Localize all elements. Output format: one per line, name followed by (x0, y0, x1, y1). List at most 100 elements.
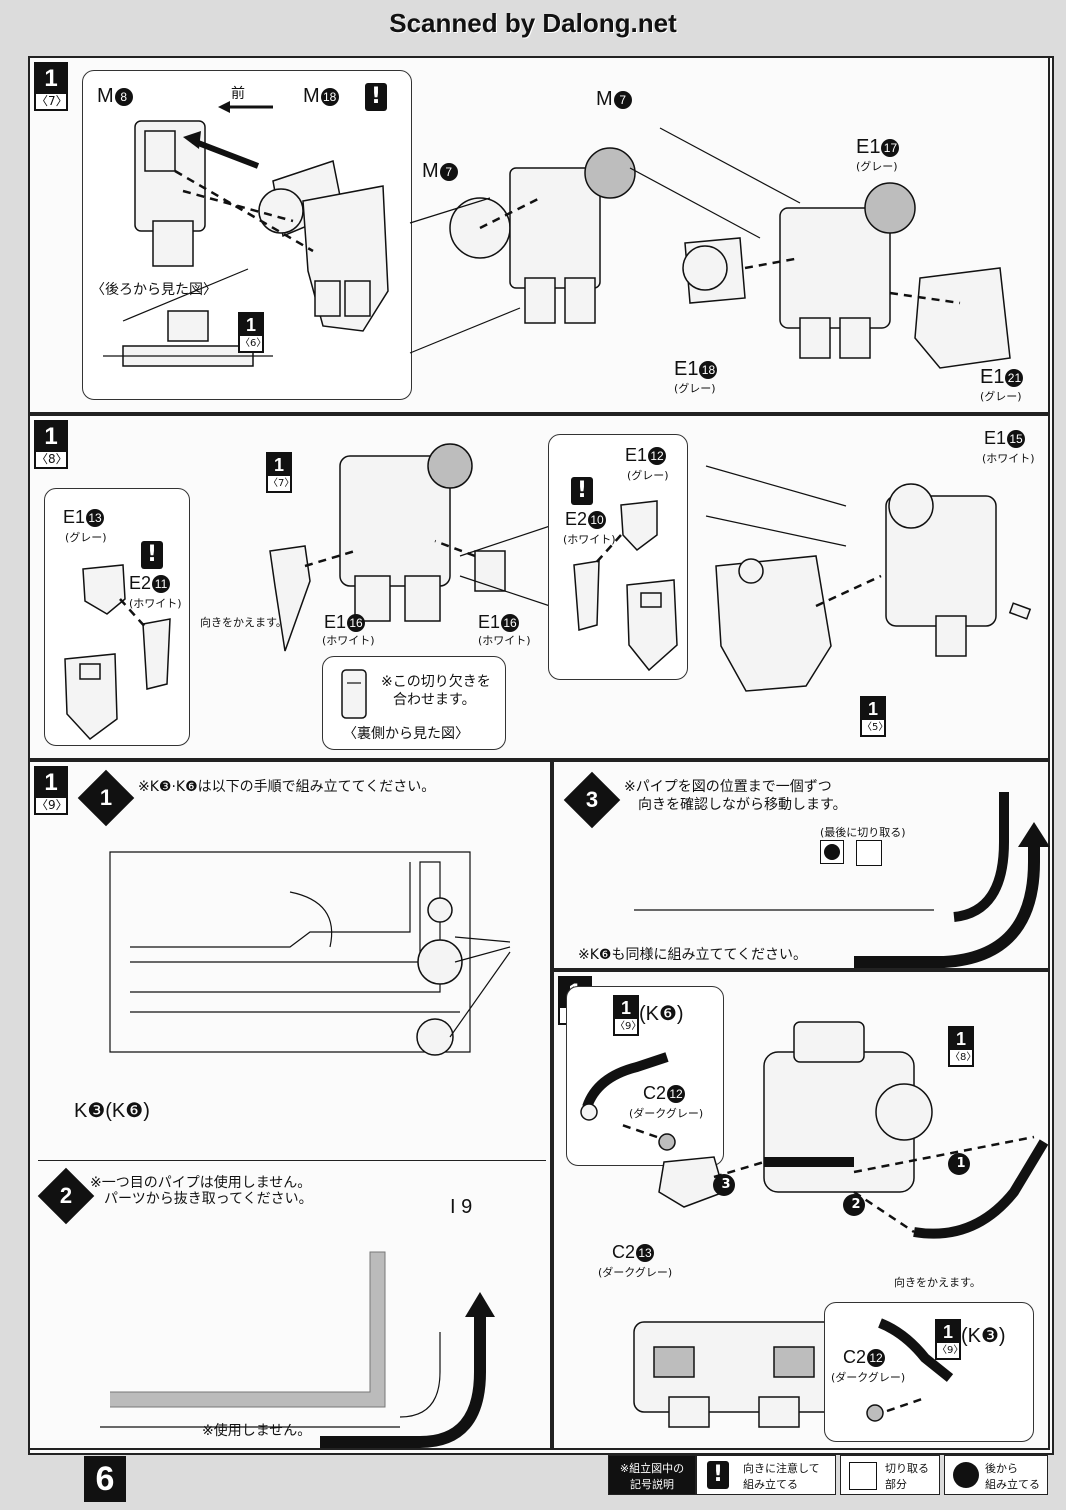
assembly-drawing-body (269, 443, 581, 652)
substep-2-text-1: ※一つ目のパイプは使用しません。 (90, 1175, 312, 1191)
step-number: 1 (36, 64, 66, 94)
substep-2-text-2: パーツから抜き取ってください。 (104, 1191, 313, 1207)
substep-3-number: 3 (585, 787, 599, 812)
assembly-drawing-bottom-view (633, 1321, 835, 1428)
legend-caution: ! 向きに注意して 組み立てる (696, 1455, 836, 1495)
assembly-drawing-e1-12 (573, 500, 678, 672)
color-c2-12-top: (ダークグレー) (629, 1107, 704, 1120)
color-e1-21: (グレー) (980, 390, 1022, 403)
back-assembly-icon (953, 1462, 979, 1488)
back-assembly-icon (820, 840, 844, 864)
color-e1-15: (ホワイト) (982, 452, 1035, 465)
label-reverse-view: 〈裏側から見た図〉 (343, 726, 469, 742)
step-panel-1-9: 1 〈9〉 1 ※K❸·K❻は以下の手順で組み立ててください。 K❸(K❻) 2… (28, 760, 552, 1450)
color-e1-12: (グレー) (627, 469, 669, 482)
color-c2-12-bottom: (ダークグレー) (831, 1371, 906, 1384)
step-substep: 〈7〉 (36, 94, 68, 108)
runner-drawing-k3 (109, 851, 511, 1056)
marker-1: 1 (956, 1156, 966, 1171)
label-ref-k3: (K❸) (961, 1325, 1006, 1347)
step-number-box: 1 〈7〉 (34, 62, 68, 111)
ref-step-9b: 1 〈9〉 (935, 1319, 963, 1360)
note-k6-same: ※K❻も同様に組み立ててください。 (578, 947, 808, 963)
marker-2: 2 (851, 1197, 861, 1212)
ref-step-8: 1 〈8〉 (948, 1026, 976, 1067)
caution-icon: ! (571, 477, 593, 505)
ref-step-6: 1 〈6〉 (238, 312, 266, 353)
ref-step-7: 1 〈7〉 (266, 452, 294, 493)
color-e1-13: (グレー) (65, 531, 107, 544)
assembly-drawing-final (658, 1021, 1049, 1239)
marker-3: 3 (721, 1177, 731, 1192)
divider (38, 1160, 546, 1161)
assembly-drawing-m8-m18 (103, 120, 389, 367)
color-c2-13: (ダークグレー) (598, 1266, 673, 1279)
label-back-view: 〈後ろから見た図〉 (91, 282, 217, 298)
cut-icon (856, 840, 882, 866)
color-e2-10: (ホワイト) (563, 533, 616, 546)
pipe-drawing-step3 (634, 792, 1050, 968)
caution-icon: ! (141, 541, 163, 569)
label-ref-k6: (K❻) (639, 1003, 684, 1025)
watermark-text: Scanned by Dalong.net (389, 8, 677, 38)
label-k3-k6: K❸(K❻) (74, 1100, 150, 1122)
step-number-box: 1 〈9〉 (34, 766, 68, 815)
step-number-box: 1 〈8〉 (34, 420, 68, 469)
note-last-cut: (最後に切り取る) (820, 826, 906, 839)
note-notch-2: 合わせます。 (393, 692, 476, 708)
caution-icon: ! (365, 83, 387, 111)
caution-icon: ! (707, 1461, 729, 1489)
legend-title: ※組立図中の記号説明 (608, 1455, 696, 1495)
substep-3-text-1: ※パイプを図の位置まで一個ずつ (624, 779, 832, 795)
label-i9: I 9 (450, 1196, 473, 1218)
substep-1-text: ※K❸·K❻は以下の手順で組み立ててください。 (138, 779, 436, 795)
pipe-segments (100, 962, 500, 1062)
color-e1-18: (グレー) (674, 382, 716, 395)
legend-back-assembly: 後から 組み立てる (944, 1455, 1048, 1495)
note-unused: ※使用しません。 (202, 1423, 312, 1439)
label-front: 前 (231, 86, 245, 102)
cut-icon (849, 1462, 877, 1490)
runner-drawing-step2 (100, 1251, 495, 1448)
assembly-drawing-c2-12-bottom (866, 1318, 954, 1422)
assembly-drawing-e1-15 (705, 465, 1032, 692)
color-e1-17: (グレー) (856, 160, 898, 173)
note-turn-10: 向きをかえます。 (894, 1276, 981, 1289)
note-turn: 向きをかえます。 (200, 616, 287, 629)
note-notch-1: ※この切り欠きを (381, 674, 491, 690)
notch-drawing (341, 669, 367, 719)
legend-cut: 切り取る 部分 (840, 1455, 940, 1495)
substep-3-text-2: 向きを確認しながら移動します。 (638, 797, 847, 813)
assembly-drawing-m7 (409, 147, 636, 354)
page-number: 6 (84, 1456, 126, 1502)
substep-2-number: 2 (59, 1183, 73, 1208)
substep-3-panel: 3 ※パイプを図の位置まで一個ずつ 向きを確認しながら移動します。 (最後に切り… (552, 760, 1050, 970)
color-e1-16-right: (ホワイト) (478, 634, 531, 647)
front-arrow-icon (218, 101, 273, 113)
assembly-drawing-e1 (629, 127, 1011, 369)
ref-step-9: 1 〈9〉 (613, 995, 641, 1036)
